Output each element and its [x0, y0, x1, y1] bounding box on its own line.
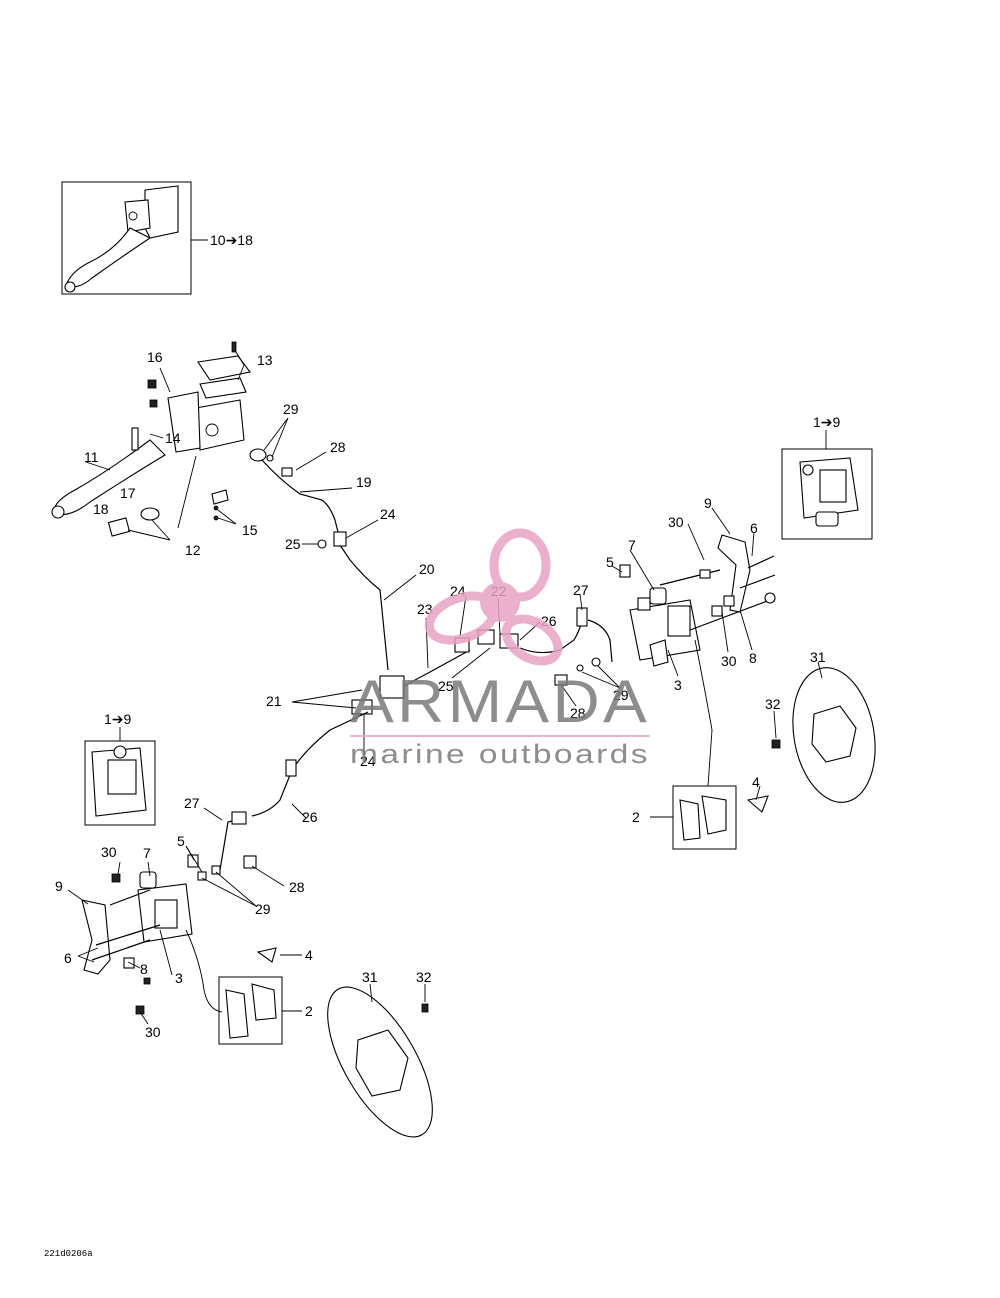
right-brake-disc: 31 32 — [765, 649, 876, 803]
callout-32-left: 32 — [416, 969, 432, 985]
callout-3-right: 3 — [674, 677, 682, 693]
callout-28-master: 28 — [330, 439, 346, 455]
callout-16: 16 — [147, 349, 163, 365]
callout-29-right: 29 — [613, 687, 629, 703]
callout-25-lower: 25 — [438, 678, 454, 694]
callout-29-master: 29 — [283, 401, 299, 417]
watermark-logo: ARMADA marine outboards — [350, 528, 650, 769]
callout-20: 20 — [419, 561, 435, 577]
callout-25-upper: 25 — [285, 536, 301, 552]
left-brake-disc: 31 32 — [327, 969, 433, 1138]
callout-10-18: 10➔18 — [210, 232, 253, 248]
left-brake-pads: 4 2 — [218, 947, 313, 1045]
left-caliper-assembly: 27 26 5 30 7 9 28 29 6 8 3 30 — [55, 795, 318, 1040]
callout-19: 19 — [356, 474, 372, 490]
callout-30-left-top: 30 — [101, 844, 117, 860]
callout-30-left-bottom: 30 — [145, 1024, 161, 1040]
logo-hub — [480, 582, 520, 622]
callout-4-left: 4 — [305, 947, 313, 963]
callout-4-right: 4 — [752, 774, 760, 790]
callout-28-left: 28 — [289, 879, 305, 895]
callout-8-left: 8 — [140, 961, 148, 977]
callout-24-upper: 24 — [380, 506, 396, 522]
logo-petal-right — [501, 614, 563, 666]
callout-5-left: 5 — [177, 833, 185, 849]
callout-21: 21 — [266, 693, 282, 709]
callout-24-lower: 24 — [360, 753, 376, 769]
callout-5-right: 5 — [606, 554, 614, 570]
callout-23: 23 — [417, 601, 433, 617]
callout-12: 12 — [185, 542, 201, 558]
drawing-code: 221d0206a — [44, 1249, 93, 1259]
callout-1-9-left: 1➔9 — [104, 711, 132, 727]
callout-30-right-bottom: 30 — [721, 653, 737, 669]
right-caliper-assembly: 5 7 30 9 6 30 8 3 — [606, 495, 776, 787]
inset-left-caliper: 1➔9 — [84, 711, 156, 826]
callout-1-9-right: 1➔9 — [813, 414, 841, 430]
watermark-brand: ARMADA — [350, 668, 650, 735]
callout-31-left: 31 — [362, 969, 378, 985]
callout-3-left: 3 — [175, 970, 183, 986]
callout-28-right: 28 — [570, 705, 586, 721]
callout-15: 15 — [242, 522, 258, 538]
callout-9-left: 9 — [55, 878, 63, 894]
callout-13: 13 — [257, 352, 273, 368]
callout-2-left: 2 — [305, 1003, 313, 1019]
callout-18: 18 — [93, 501, 109, 517]
callout-11: 11 — [84, 449, 99, 465]
right-brake-pads: 2 4 — [632, 774, 769, 850]
callout-27-right: 27 — [573, 582, 589, 598]
brake-lines: 19 24 25 20 23 24 22 26 27 25 21 24 28 2… — [219, 459, 629, 871]
watermark-tagline: marine outboards — [350, 739, 650, 769]
callout-7-right: 7 — [628, 537, 636, 553]
callout-26-left: 26 — [302, 809, 318, 825]
callout-31-right: 31 — [810, 649, 826, 665]
callout-17: 17 — [120, 485, 136, 501]
callout-27-left: 27 — [184, 795, 200, 811]
callout-6-right: 6 — [750, 520, 758, 536]
callout-9-right: 9 — [704, 495, 712, 511]
callout-14: 14 — [165, 430, 181, 446]
logo-petal-top — [489, 528, 551, 602]
callout-29-left: 29 — [255, 901, 271, 917]
callout-6-left: 6 — [64, 950, 72, 966]
callout-7-left: 7 — [143, 845, 151, 861]
callout-2-right: 2 — [632, 809, 640, 825]
inset-master-cylinder: 10➔18 — [61, 181, 253, 295]
callout-30-right-top: 30 — [668, 514, 684, 530]
callout-8-right: 8 — [749, 650, 757, 666]
inset-right-caliper: 1➔9 — [781, 414, 873, 540]
callout-32-right: 32 — [765, 696, 781, 712]
master-cylinder-assembly: 16 13 14 29 28 11 17 18 12 15 — [51, 341, 346, 558]
